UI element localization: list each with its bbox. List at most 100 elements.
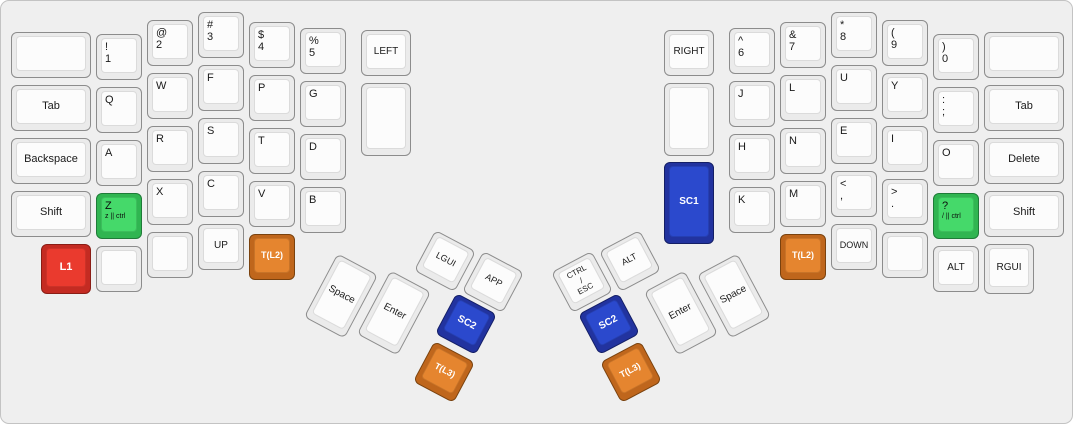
key-toggle-l3-right[interactable]: T(L3) xyxy=(599,340,663,404)
key-label: ! xyxy=(105,41,109,53)
key-y[interactable]: Y xyxy=(882,73,928,119)
key-h[interactable]: H xyxy=(729,134,775,180)
key-d[interactable]: D xyxy=(300,134,346,180)
keycap: &7 xyxy=(785,26,821,61)
key-backspace[interactable]: Backspace xyxy=(11,138,91,184)
key-v[interactable]: V xyxy=(249,181,295,227)
key-l[interactable]: L xyxy=(780,75,826,121)
key-w[interactable]: W xyxy=(147,73,193,119)
key-label: SC1 xyxy=(679,195,699,207)
key-x[interactable]: X xyxy=(147,179,193,225)
key-q[interactable]: Q xyxy=(96,87,142,133)
key-percent-5[interactable]: %5 xyxy=(300,28,346,74)
key-alt-right[interactable]: ALT xyxy=(933,246,979,292)
key-label: LEFT xyxy=(373,45,399,57)
key-b[interactable]: B xyxy=(300,187,346,233)
key-shift-left[interactable]: Shift xyxy=(11,191,91,237)
keycap: X xyxy=(152,183,188,218)
key-s[interactable]: S xyxy=(198,118,244,164)
keycap xyxy=(669,87,709,149)
key-exclamation-1[interactable]: !1 xyxy=(96,34,142,80)
key-e[interactable]: E xyxy=(831,118,877,164)
keycap: Shift xyxy=(16,195,86,230)
key-shift-right[interactable]: Shift xyxy=(984,191,1064,237)
key-c[interactable]: C xyxy=(198,171,244,217)
key-up-arrow[interactable]: UP xyxy=(198,224,244,270)
keycap: R xyxy=(152,130,188,165)
key-down-arrow[interactable]: DOWN xyxy=(831,224,877,270)
key-label: O xyxy=(942,147,951,159)
key-label: RIGHT xyxy=(673,45,705,57)
key-asterisk-8[interactable]: *8 xyxy=(831,12,877,58)
keycap: B xyxy=(305,191,341,226)
key-label: CTRL xyxy=(565,263,588,281)
key-t[interactable]: T xyxy=(249,128,295,174)
keycap: ALT xyxy=(605,235,654,284)
key-f[interactable]: F xyxy=(198,65,244,111)
key-blank-top-left[interactable] xyxy=(11,32,91,78)
key-left-arrow[interactable]: LEFT xyxy=(361,30,411,76)
key-blank-left-2[interactable] xyxy=(147,232,193,278)
key-tall-blank-right[interactable] xyxy=(664,83,714,156)
key-tab-left[interactable]: Tab xyxy=(11,85,91,131)
key-u[interactable]: U xyxy=(831,65,877,111)
keycap: SC1 xyxy=(669,166,709,237)
key-label: # xyxy=(207,19,214,31)
key-less-comma[interactable]: <, xyxy=(831,171,877,217)
key-question-ctrl[interactable]: ?/ || ctrl xyxy=(933,193,979,239)
key-greater-period[interactable]: >. xyxy=(882,179,928,225)
keycap: F xyxy=(203,69,239,104)
key-blank-left-1[interactable] xyxy=(96,246,142,292)
key-label: ALT xyxy=(619,251,639,268)
key-n[interactable]: N xyxy=(780,128,826,174)
key-dollar-4[interactable]: $4 xyxy=(249,22,295,68)
key-right-arrow[interactable]: RIGHT xyxy=(664,30,714,76)
keycap: T(L3) xyxy=(606,346,655,395)
key-k[interactable]: K xyxy=(729,187,775,233)
key-sc1[interactable]: SC1 xyxy=(664,162,714,244)
keycap: J xyxy=(734,85,770,120)
keycap: Delete xyxy=(989,142,1059,177)
key-a[interactable]: A xyxy=(96,140,142,186)
keycap: UP xyxy=(203,228,239,263)
key-ampersand-7[interactable]: &7 xyxy=(780,22,826,68)
key-j[interactable]: J xyxy=(729,81,775,127)
key-label: Y xyxy=(891,80,899,92)
key-o[interactable]: O xyxy=(933,140,979,186)
key-hash-3[interactable]: #3 xyxy=(198,12,244,58)
key-label: Q xyxy=(105,94,114,106)
key-toggle-l2-right[interactable]: T(L2) xyxy=(780,234,826,280)
key-rgui[interactable]: RGUI xyxy=(984,244,1034,294)
key-p[interactable]: P xyxy=(249,75,295,121)
key-m[interactable]: M xyxy=(780,181,826,227)
key-caret-6[interactable]: ^6 xyxy=(729,28,775,74)
key-blank-top-right[interactable] xyxy=(984,32,1064,78)
key-label: G xyxy=(309,88,318,100)
key-blank-right-1[interactable] xyxy=(882,232,928,278)
keycap: S xyxy=(203,122,239,157)
key-label: P xyxy=(258,82,266,94)
keycap: L1 xyxy=(46,248,86,287)
keycap: Backspace xyxy=(16,142,86,177)
key-g[interactable]: G xyxy=(300,81,346,127)
key-tab-right[interactable]: Tab xyxy=(984,85,1064,131)
key-label: : xyxy=(942,94,946,106)
key-tall-blank-left[interactable] xyxy=(361,83,411,156)
key-label: B xyxy=(309,194,317,206)
key-toggle-l2-left[interactable]: T(L2) xyxy=(249,234,295,280)
key-rparen-0[interactable]: )0 xyxy=(933,34,979,80)
key-at-2[interactable]: @2 xyxy=(147,20,193,66)
key-delete[interactable]: Delete xyxy=(984,138,1064,184)
key-colon-semicolon[interactable]: :; xyxy=(933,87,979,133)
key-r[interactable]: R xyxy=(147,126,193,172)
keycap: RIGHT xyxy=(669,34,709,69)
key-label: $ xyxy=(258,29,265,41)
key-i[interactable]: I xyxy=(882,126,928,172)
keycap: W xyxy=(152,77,188,112)
key-layer1[interactable]: L1 xyxy=(41,244,91,294)
key-label: 2 xyxy=(156,39,163,51)
key-lparen-9[interactable]: (9 xyxy=(882,20,928,66)
key-label: 5 xyxy=(309,47,316,59)
keycap: P xyxy=(254,79,290,114)
